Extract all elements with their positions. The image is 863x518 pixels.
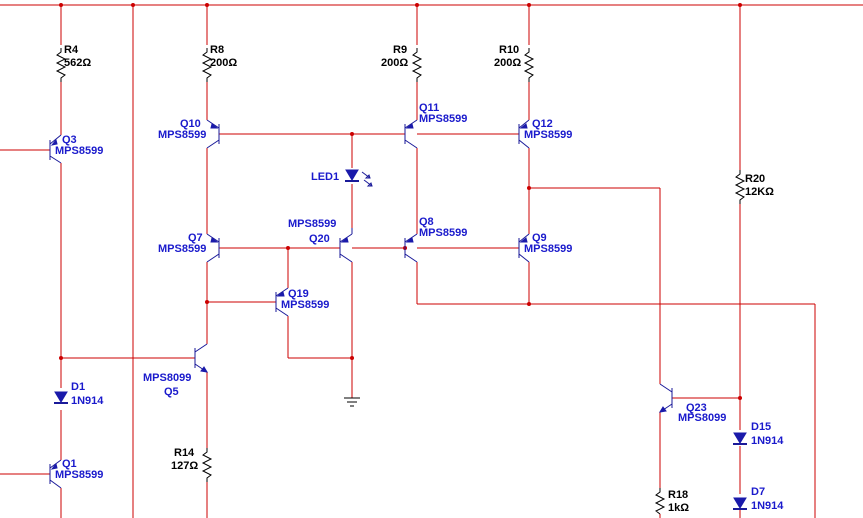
r14-ref: R14 (174, 447, 195, 459)
q8-part: MPS8599 (419, 227, 467, 239)
q19-part: MPS8599 (281, 299, 329, 311)
q10-part: MPS8599 (158, 129, 206, 141)
diode-icon (54, 391, 68, 404)
q20-part: MPS8599 (288, 218, 336, 230)
q11-part: MPS8599 (419, 113, 467, 125)
q1-ref: Q1 (62, 458, 77, 470)
q20-ref: Q20 (309, 233, 330, 245)
q1-part: MPS8599 (55, 469, 103, 481)
r10-ref: R10 (499, 44, 519, 56)
q12-ref: Q12 (532, 118, 553, 130)
npn-transistor-icon (194, 343, 208, 373)
q9-part: MPS8599 (524, 243, 572, 255)
d1-part: 1N914 (71, 395, 104, 407)
pnp-transistor-icon (404, 119, 418, 149)
d7-ref: D7 (751, 486, 765, 498)
pnp-transistor-icon (404, 233, 418, 263)
r4-value: 562Ω (64, 57, 91, 69)
diode-icon (733, 432, 747, 445)
r9-ref: R9 (393, 44, 407, 56)
q23-ref: Q23 (686, 402, 707, 414)
pnp-transistor-icon (518, 119, 530, 149)
r8-value: 200Ω (210, 57, 237, 69)
r9-value: 200Ω (381, 57, 408, 69)
q8-ref: Q8 (419, 216, 434, 228)
q5-ref: Q5 (164, 386, 179, 398)
pnp-transistor-icon (275, 287, 289, 317)
q12-part: MPS8599 (524, 129, 572, 141)
q23-part: MPS8099 (678, 412, 726, 424)
r18-ref: R18 (668, 489, 688, 501)
junction-nodes (59, 3, 742, 400)
r10-value: 200Ω (494, 57, 521, 69)
q9-ref: Q9 (532, 232, 547, 244)
q7-ref: Q7 (188, 232, 203, 244)
r20-value: 12KΩ (745, 186, 774, 198)
pnp-transistor-icon (49, 459, 62, 489)
q7-part: MPS8599 (158, 243, 206, 255)
d7-part: 1N914 (751, 500, 784, 512)
d1-ref: D1 (71, 381, 85, 393)
d15-ref: D15 (751, 421, 771, 433)
r20-ref: R20 (745, 173, 765, 185)
led1-ref: LED1 (311, 171, 339, 183)
wires (0, 4, 863, 518)
r18-value: 1kΩ (668, 502, 689, 514)
d15-part: 1N914 (751, 435, 784, 447)
ground-icon (344, 397, 360, 407)
q10-ref: Q10 (180, 118, 201, 130)
q3-part: MPS8599 (55, 145, 103, 157)
diode-icon (733, 497, 747, 510)
pnp-transistor-icon (206, 233, 220, 263)
pnp-transistor-icon (49, 134, 62, 164)
pnp-transistor-icon (518, 233, 530, 263)
r14-value: 127Ω (171, 460, 198, 472)
q11-ref: Q11 (419, 102, 439, 114)
resistor-icon (55, 48, 746, 515)
r8-ref: R8 (210, 44, 224, 56)
pnp-transistor-icon (339, 228, 353, 263)
q19-ref: Q19 (288, 288, 309, 300)
npn-transistor-icon (659, 383, 673, 413)
pnp-transistor-icon (206, 119, 220, 149)
q5-part: MPS8099 (143, 372, 191, 384)
r4-ref: R4 (64, 44, 79, 56)
q3-ref: Q3 (62, 134, 77, 146)
led-icon (345, 169, 373, 187)
